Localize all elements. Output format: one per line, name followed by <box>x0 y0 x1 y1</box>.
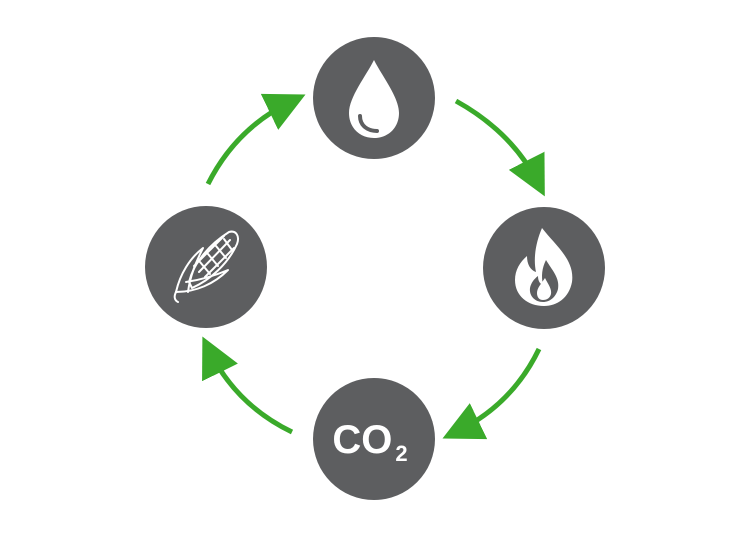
flame-icon <box>515 228 573 306</box>
arrow-oil-to-fire <box>454 98 545 197</box>
corn-icon <box>173 230 239 303</box>
node-fire <box>483 207 605 329</box>
node-corn <box>145 206 267 328</box>
arrow-corn-to-oil <box>205 93 306 186</box>
arrow-fire-to-co2 <box>442 347 542 440</box>
node-oil <box>313 37 435 159</box>
oil-drop-icon <box>349 60 399 138</box>
arrow-co2-to-corn <box>202 336 294 435</box>
